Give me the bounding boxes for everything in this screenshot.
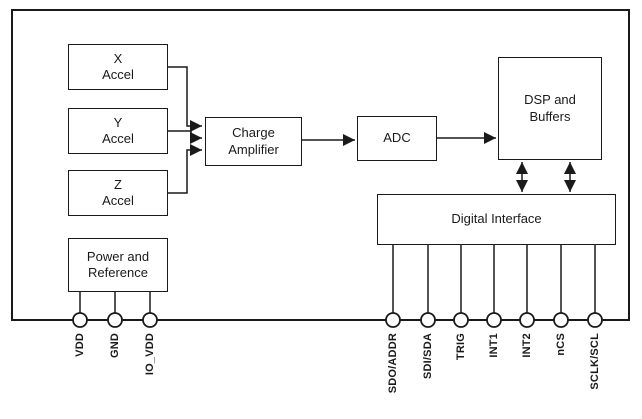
pin-label-trig: TRIG [455, 333, 467, 361]
block-x-accel: X Accel [68, 44, 168, 90]
pin-pad-io-vdd [142, 312, 158, 328]
block-digital-interface: Digital Interface [377, 194, 616, 245]
pin-pad-sdi-sda [420, 312, 436, 328]
block-charge-amplifier: Charge Amplifier [205, 117, 302, 166]
block-z-accel: Z Accel [68, 170, 168, 216]
pin-pad-int1 [486, 312, 502, 328]
pin-pad-trig [453, 312, 469, 328]
pin-pad-sdo-addr [385, 312, 401, 328]
pin-pad-sclk-scl [587, 312, 603, 328]
pin-label-sclk-scl: SCLK/SCL [589, 333, 601, 390]
pin-label-sdo-addr: SDO/ADDR [387, 333, 399, 394]
block-power-and-reference: Power and Reference [68, 238, 168, 292]
wire-z-accel-to-charge-amp [168, 144, 202, 194]
pin-pad-gnd [107, 312, 123, 328]
pin-pad-ncs [553, 312, 569, 328]
block-dsp-and-buffers: DSP and Buffers [498, 57, 602, 160]
pin-label-io-vdd: IO_VDD [144, 333, 156, 376]
block-adc: ADC [357, 116, 437, 161]
pin-label-ncs: nCS [555, 333, 567, 356]
wire-x-accel-to-charge-amp [168, 66, 202, 132]
pin-pad-int2 [519, 312, 535, 328]
pin-label-gnd: GND [109, 333, 121, 359]
pin-label-int1: INT1 [488, 333, 500, 358]
pin-pad-vdd [72, 312, 88, 328]
pin-label-vdd: VDD [74, 333, 86, 357]
block-y-accel: Y Accel [68, 108, 168, 154]
pin-label-sdi-sda: SDI/SDA [422, 333, 434, 380]
wire-y-accel-to-charge-amp [168, 130, 202, 144]
pin-label-int2: INT2 [521, 333, 533, 358]
chip-boundary [11, 9, 630, 321]
